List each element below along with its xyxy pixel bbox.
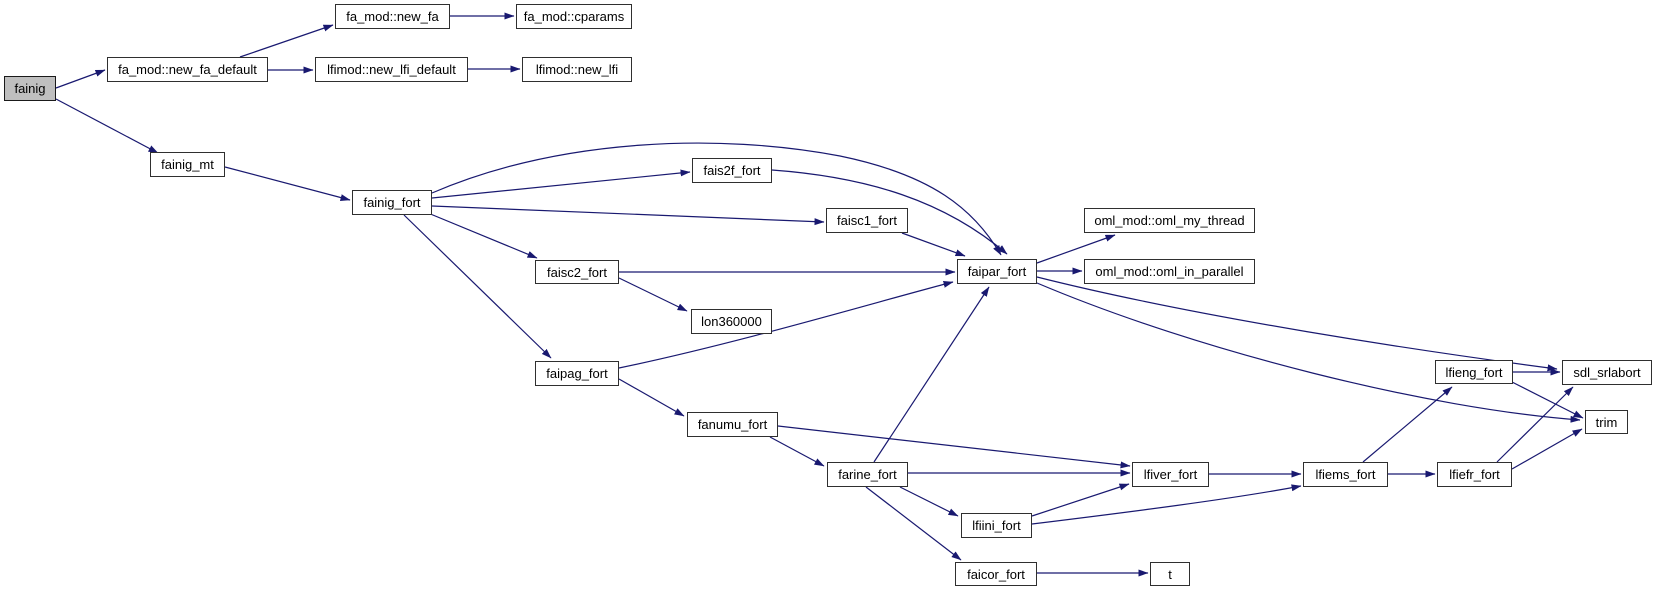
node-trim[interactable]: trim <box>1585 410 1628 434</box>
node-lfimod_new_lfi_default[interactable]: lfimod::new_lfi_default <box>315 57 468 82</box>
edge-fainig-to-fainig_mt <box>55 98 159 154</box>
edge-faipag_fort-to-faipar_fort <box>618 280 954 369</box>
edge-farine_fort-to-faicor_fort <box>865 486 962 561</box>
node-fainig_mt[interactable]: fainig_mt <box>150 152 225 177</box>
node-fainig: fainig <box>4 76 56 101</box>
edge-lfiini_fort-to-lfiver_fort <box>1031 483 1130 517</box>
edge-fainig_fort-to-faipag_fort <box>403 214 552 359</box>
node-lfiefr_fort[interactable]: lfiefr_fort <box>1437 462 1512 487</box>
node-faipar_fort[interactable]: faipar_fort <box>957 259 1037 284</box>
node-lfiver_fort[interactable]: lfiver_fort <box>1132 462 1209 487</box>
node-farine_fort[interactable]: farine_fort <box>827 462 908 487</box>
edge-faipar_fort-to-oml_my_thread <box>1036 234 1116 264</box>
edge-fainig_fort-to-faisc1_fort <box>431 205 825 226</box>
node-oml_in_parallel[interactable]: oml_mod::oml_in_parallel <box>1084 259 1255 284</box>
node-fa_mod_cparams[interactable]: fa_mod::cparams <box>516 4 632 29</box>
node-lfiini_fort[interactable]: lfiini_fort <box>961 513 1032 538</box>
edge-fanumu_fort-to-farine_fort <box>769 436 825 467</box>
node-faipag_fort[interactable]: faipag_fort <box>535 361 619 386</box>
edge-faipar_fort-to-sdl_srlabort <box>1036 276 1558 372</box>
edge-farine_fort-to-faipar_fort <box>873 286 990 463</box>
edge-faisc2_fort-to-lon360000 <box>618 277 688 312</box>
edge-fainig_fort-to-faipar_fort <box>431 142 1002 256</box>
edge-lfiini_fort-to-lfiems_fort <box>1031 484 1302 525</box>
edge-faisc1_fort-to-faipar_fort <box>901 232 966 257</box>
node-fa_mod_new_fa[interactable]: fa_mod::new_fa <box>335 4 450 29</box>
edge-fainig_fort-to-fais2f_fort <box>431 169 691 199</box>
node-oml_my_thread[interactable]: oml_mod::oml_my_thread <box>1084 208 1255 233</box>
node-fais2f_fort[interactable]: fais2f_fort <box>692 158 772 183</box>
node-sdl_srlabort[interactable]: sdl_srlabort <box>1562 360 1652 385</box>
node-lon360000[interactable]: lon360000 <box>691 309 772 334</box>
edge-fa_mod_new_fa_default-to-fa_mod_new_fa <box>239 24 334 58</box>
edge-farine_fort-to-lfiini_fort <box>899 486 959 517</box>
node-faisc2_fort[interactable]: faisc2_fort <box>535 260 619 284</box>
edge-lfiems_fort-to-lfieng_fort <box>1362 386 1453 463</box>
node-lfiems_fort[interactable]: lfiems_fort <box>1303 462 1388 487</box>
edge-lfiefr_fort-to-trim <box>1511 428 1583 470</box>
edge-fainig-to-fa_mod_new_fa_default <box>55 69 106 89</box>
edge-fainig_mt-to-fainig_fort <box>224 166 351 201</box>
node-t[interactable]: t <box>1150 562 1190 586</box>
edge-fainig_fort-to-faisc2_fort <box>427 212 538 259</box>
edge-fanumu_fort-to-lfiver_fort <box>777 425 1131 469</box>
node-lfieng_fort[interactable]: lfieng_fort <box>1435 360 1513 384</box>
edge-fais2f_fort-to-faipar_fort <box>771 169 1008 255</box>
node-fa_mod_new_fa_default[interactable]: fa_mod::new_fa_default <box>107 57 268 82</box>
edge-lfiefr_fort-to-sdl_srlabort <box>1496 386 1574 463</box>
edge-lfieng_fort-to-trim <box>1511 381 1584 419</box>
node-faicor_fort[interactable]: faicor_fort <box>955 562 1037 586</box>
edge-faipag_fort-to-fanumu_fort <box>618 378 685 417</box>
node-fainig_fort[interactable]: fainig_fort <box>352 190 432 215</box>
node-fanumu_fort[interactable]: fanumu_fort <box>687 412 778 437</box>
edge-faipar_fort-to-trim <box>1036 282 1581 423</box>
node-faisc1_fort[interactable]: faisc1_fort <box>826 208 908 233</box>
node-lfimod_new_lfi[interactable]: lfimod::new_lfi <box>522 57 632 82</box>
